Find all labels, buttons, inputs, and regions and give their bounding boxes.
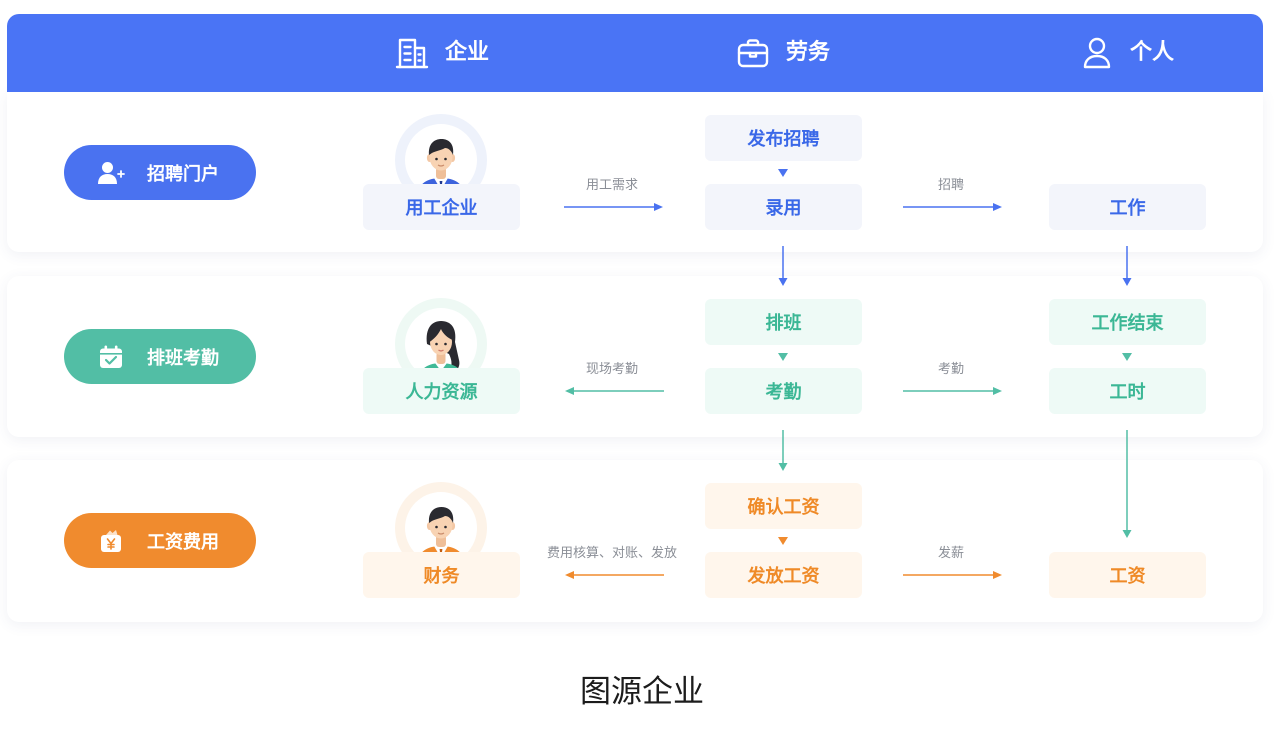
node-work-end: 工作结束 — [1049, 299, 1206, 345]
briefcase-icon — [736, 36, 770, 70]
triangle-down-icon — [778, 537, 788, 545]
category-label: 工资费用 — [147, 531, 219, 553]
column-header-individual: 个人 — [1057, 33, 1197, 73]
column-header-label: 企业 — [444, 40, 489, 65]
node-salary: 工资 — [1049, 552, 1206, 598]
person-icon — [1080, 36, 1114, 70]
node-attendance: 考勤 — [705, 368, 862, 414]
node-human-resources: 人力资源 — [363, 368, 520, 414]
column-header-label: 个人 — [1129, 40, 1174, 65]
row-payroll: 工资费用 财务 费用核算、对账、发放 — [7, 460, 1263, 622]
node-employer: 用工企业 — [363, 184, 520, 230]
arrow-right-icon — [903, 387, 1002, 395]
image-caption: 图源企业 — [580, 674, 704, 710]
arrow-right-icon — [903, 203, 1002, 211]
column-header-bar: 企业 劳务 个人 — [7, 14, 1263, 92]
category-label: 招聘门户 — [147, 163, 219, 185]
flow-label-onsite-attendance: 现场考勤 — [585, 362, 638, 377]
flow-label-payout: 发薪 — [937, 546, 964, 561]
row-scheduling: 排班考勤 人力资源 现场考勤 排班 — [7, 276, 1263, 437]
arrow-left-icon — [565, 387, 664, 395]
category-pill-recruitment: 招聘门户 — [64, 145, 256, 200]
category-pill-scheduling: 排班考勤 — [64, 329, 256, 384]
triangle-down-icon — [1122, 353, 1132, 361]
wallet-yen-icon — [97, 527, 125, 555]
flow-label-attendance: 考勤 — [937, 362, 964, 377]
building-icon — [395, 36, 429, 70]
node-post-job: 发布招聘 — [705, 115, 862, 161]
column-header-enterprise: 企业 — [372, 33, 512, 73]
column-header-label: 劳务 — [785, 40, 830, 65]
node-work-hours: 工时 — [1049, 368, 1206, 414]
arrow-left-icon — [565, 571, 664, 579]
node-confirm-salary: 确认工资 — [705, 483, 862, 529]
node-schedule: 排班 — [705, 299, 862, 345]
triangle-down-icon — [778, 169, 788, 177]
triangle-down-icon — [778, 353, 788, 361]
flow-label-accounting: 费用核算、对账、发放 — [546, 546, 677, 561]
flow-label-labor-demand: 用工需求 — [585, 178, 638, 193]
calendar-check-icon — [97, 343, 125, 371]
node-work: 工作 — [1049, 184, 1206, 230]
row-recruitment: 招聘门户 用工企业 用工需求 — [7, 92, 1263, 252]
node-finance: 财务 — [363, 552, 520, 598]
category-pill-payroll: 工资费用 — [64, 513, 256, 568]
arrow-right-icon — [564, 203, 663, 211]
column-header-labor: 劳务 — [713, 33, 853, 73]
node-hire: 录用 — [705, 184, 862, 230]
add-user-icon — [97, 159, 125, 187]
arrow-right-icon — [903, 571, 1002, 579]
node-pay-salary: 发放工资 — [705, 552, 862, 598]
category-label: 排班考勤 — [147, 347, 219, 369]
flow-label-recruit: 招聘 — [937, 178, 964, 193]
